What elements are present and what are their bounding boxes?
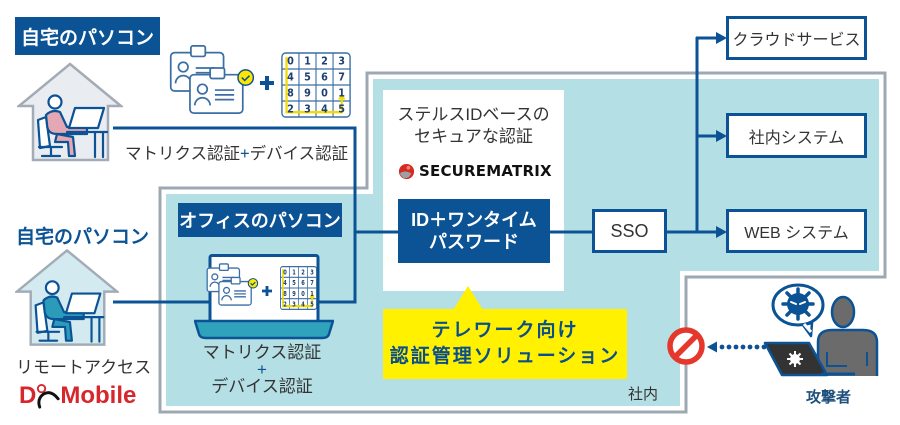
arrow-head-icon: [716, 226, 727, 238]
auth-box-line-2: パスワード: [429, 232, 519, 252]
target-internal-system: 社内システム: [726, 113, 867, 158]
matrix-digit: 4: [321, 105, 328, 116]
callout-line-1: テレワーク向け: [431, 320, 579, 341]
matrix-digit: 4: [287, 72, 294, 83]
home-pc-top-label: 自宅のパソコン: [15, 17, 160, 55]
home-pc-bottom-label: 自宅のパソコン: [16, 227, 150, 248]
id-card-icon: [169, 45, 255, 114]
attacker-icon: [763, 283, 879, 377]
matrix-digit: 9: [292, 290, 296, 298]
matrix-digit: 1: [292, 269, 296, 277]
matrix-digit: 1: [310, 290, 314, 298]
matrix-digit: 3: [292, 301, 296, 309]
check-badge-icon: [237, 69, 255, 86]
matrix-digit: 3: [304, 105, 311, 116]
matrix-digit: 2: [301, 269, 305, 277]
auth-device-text: デバイス認証: [211, 377, 313, 396]
matrix-digit: 2: [283, 301, 287, 309]
target-cloud-service: クラウドサービス: [726, 16, 867, 60]
office-pc-label: オフィスのパソコン: [178, 203, 342, 237]
matrix-digit: 0: [301, 290, 305, 298]
connector-home-top: [113, 126, 357, 304]
matrix-digit: 9: [304, 88, 311, 99]
matrix-digit: 5: [292, 279, 296, 287]
matrix-digit: 2: [321, 56, 328, 67]
house-with-person-icon: [15, 248, 119, 346]
attacker-label: 攻撃者: [806, 389, 852, 406]
domobile-logo-prefix: D: [19, 382, 37, 409]
matrix-digit: 8: [283, 290, 287, 298]
matrix-path-arrow: [309, 291, 315, 298]
matrix-digit: 6: [321, 72, 328, 83]
auth-device-text: デバイス認証: [249, 145, 349, 163]
auth-matrix-text: マトリクス認証: [125, 145, 241, 163]
telework-callout: テレワーク向け 認証管理ソリューション: [383, 309, 627, 379]
matrix-digit: 0: [283, 269, 287, 277]
matrix-digit: 7: [310, 279, 314, 287]
plus-icon: [260, 76, 274, 90]
malware-gear-icon: [787, 351, 803, 367]
prohibited-icon: [667, 327, 705, 365]
home-top-auth-method: マトリクス認証+デバイス認証: [125, 140, 348, 164]
matrix-digit: 3: [338, 56, 345, 67]
matrix-digit: 7: [338, 72, 345, 83]
auth-plus: +: [257, 360, 267, 379]
domobile-logo: D Mobile: [19, 381, 136, 411]
matrix-digit: 0: [321, 88, 328, 99]
matrix-path-arrow: [338, 92, 346, 100]
domobile-swirl-icon: [37, 383, 60, 409]
zone-label: 社内: [628, 386, 659, 403]
virus-icon: [781, 287, 815, 321]
id-card-icon: [206, 263, 259, 306]
caption-line-1: ステルスIDベースの: [397, 105, 550, 124]
matrix-digit: 5: [310, 301, 314, 309]
matrix-digit: 6: [301, 279, 305, 287]
office-auth-method: マトリクス認証 + デバイス認証: [202, 344, 322, 395]
caption-line-2: セキュアな認証: [414, 127, 533, 146]
auth-box-line-1: ID＋ワンタイム: [411, 210, 537, 230]
matrix-digit: 3: [310, 269, 314, 277]
auth-plus: +: [240, 145, 250, 163]
matrix-digit: 0: [287, 56, 294, 67]
matrix-digit: 5: [338, 105, 345, 116]
callout-line-2: 認証管理ソリューション: [389, 346, 621, 367]
auth-matrix-text: マトリクス認証: [202, 343, 322, 362]
matrix-digit: 5: [304, 72, 311, 83]
securematrix-logo-text: SECUREMATRIX: [419, 162, 552, 180]
matrix-digit: 2: [287, 105, 294, 116]
attacker-body: [816, 328, 879, 376]
matrix-path: [282, 269, 313, 308]
matrix-digit: 4: [283, 279, 287, 287]
arrow-head-icon: [716, 130, 727, 142]
matrix-path: [285, 56, 343, 114]
attack-attempt-arrow: [707, 341, 767, 353]
id-otp-auth-box: ID＋ワンタイム パスワード: [398, 199, 550, 263]
matrix-digit: 1: [304, 56, 311, 67]
house-with-person-icon: [17, 62, 123, 162]
matrix-digit: 1: [338, 88, 345, 99]
plus-icon: [262, 286, 272, 296]
securematrix-caption: ステルスIDベースの セキュアな認証: [383, 104, 564, 148]
check-badge-icon: [247, 278, 259, 289]
target-web-system: WEB システム: [726, 209, 867, 253]
arrow-head-icon: [707, 341, 717, 353]
remote-access-label: リモートアクセス: [16, 358, 152, 377]
securematrix-logo: SECUREMATRIX: [398, 162, 552, 180]
matrix-digit: 8: [287, 88, 294, 99]
sso-box: SSO: [592, 209, 667, 253]
domobile-logo-suffix: Mobile: [60, 382, 137, 409]
attacker-head: [830, 295, 856, 329]
securematrix-sphere-icon: [398, 163, 415, 179]
arrow-head-icon: [716, 32, 727, 44]
matrix-digit: 4: [301, 301, 305, 309]
callout-pointer: [453, 286, 483, 310]
